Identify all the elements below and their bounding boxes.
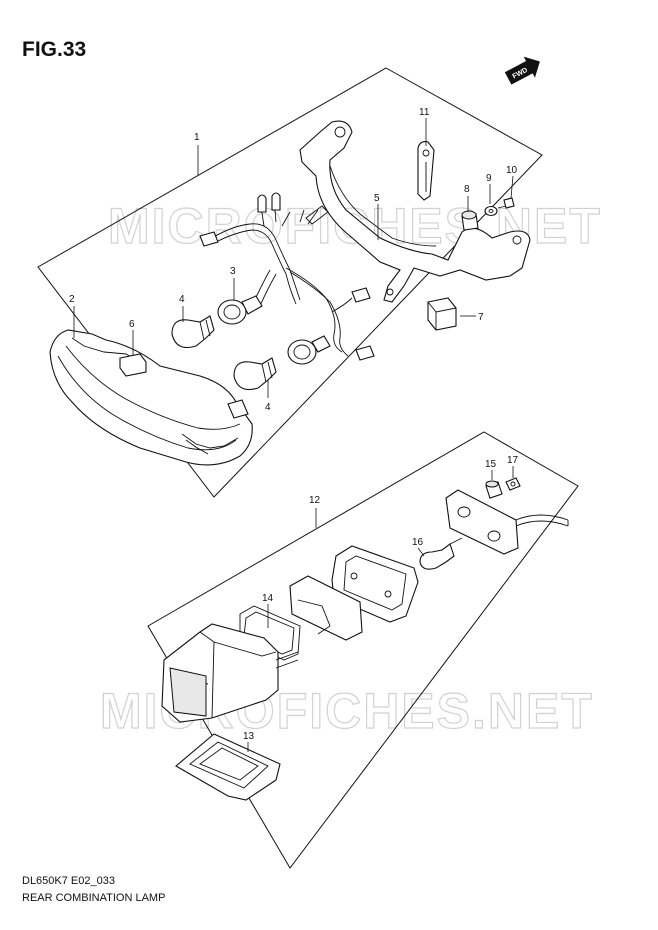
figure-title: FIG.33 xyxy=(22,38,87,61)
callout-1: 1 xyxy=(194,132,200,143)
callout-4-upper: 4 xyxy=(179,294,185,305)
callout-8: 8 xyxy=(464,184,470,195)
nut-part xyxy=(505,477,521,491)
callout-17: 17 xyxy=(507,455,519,466)
license-bulb-part xyxy=(419,537,463,570)
callout-10: 10 xyxy=(506,165,518,176)
license-lamp-housing xyxy=(161,623,299,723)
callout-6: 6 xyxy=(129,319,135,330)
forward-arrow-icon: FWD xyxy=(504,56,540,85)
callout-14: 14 xyxy=(262,593,274,604)
pad-part xyxy=(119,353,147,377)
callout-11: 11 xyxy=(419,107,430,118)
callout-16: 16 xyxy=(412,537,424,548)
callout-3: 3 xyxy=(230,266,236,277)
tail-lens-assembly xyxy=(49,329,253,466)
screw-part xyxy=(497,197,515,209)
bulb-part xyxy=(171,315,277,391)
washer-part xyxy=(484,205,498,217)
strap-part xyxy=(417,141,435,201)
bolt-part xyxy=(485,480,503,499)
callout-2: 2 xyxy=(69,294,75,305)
diagram-caption: REAR COMBINATION LAMP xyxy=(22,892,166,904)
socket-part xyxy=(217,295,331,365)
cushion-part xyxy=(427,297,457,331)
callout-5: 5 xyxy=(374,193,380,204)
callout-9: 9 xyxy=(486,173,492,184)
license-socket-base xyxy=(445,489,569,555)
upper-assembly-frame xyxy=(37,67,543,498)
callout-7: 7 xyxy=(478,312,484,323)
callout-13: 13 xyxy=(243,731,255,742)
reflector-part xyxy=(289,575,363,641)
callout-15: 15 xyxy=(485,459,497,470)
license-lens-part xyxy=(175,733,281,801)
wiring-harness xyxy=(199,192,375,361)
callout-12: 12 xyxy=(309,495,321,506)
lower-assembly-frame xyxy=(147,431,579,869)
diagram-code: DL650K7 E02_033 xyxy=(22,875,115,887)
grommet-part xyxy=(461,210,479,231)
callout-4-lower: 4 xyxy=(265,402,271,413)
